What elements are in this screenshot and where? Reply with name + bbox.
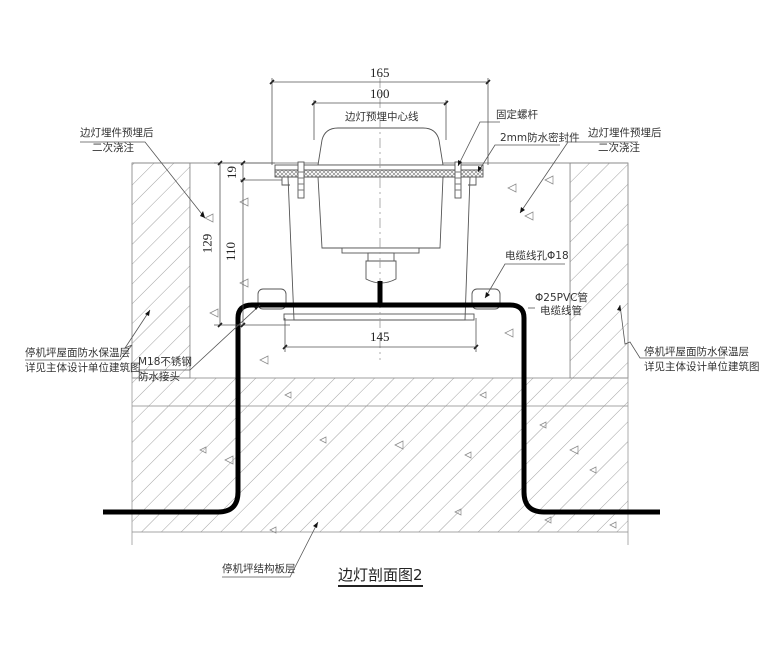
label-right-pour-2: 二次浇注 bbox=[598, 142, 640, 154]
label-left-layer-2: 详见主体设计单位建筑图 bbox=[25, 362, 141, 374]
right-wall bbox=[569, 162, 629, 379]
edge-light-fixture bbox=[257, 127, 501, 321]
dim-145: 145 bbox=[370, 329, 390, 344]
dimension-lines bbox=[214, 78, 489, 352]
label-left-pour-1: 边灯埋件预埋后 bbox=[80, 127, 154, 139]
label-pvc-2: 电缆线管 bbox=[540, 305, 582, 317]
drawing-title: 边灯剖面图2 bbox=[338, 568, 423, 587]
label-fixing-bolt: 固定螺杆 bbox=[496, 109, 538, 121]
left-wall bbox=[131, 162, 191, 379]
label-left-layer-1: 停机坪屋面防水保温层 bbox=[25, 347, 130, 359]
label-joint-1: M18不锈钢 bbox=[138, 356, 192, 368]
label-right-pour-1: 边灯埋件预埋后 bbox=[588, 127, 662, 139]
label-joint-2: 防水接头 bbox=[138, 371, 180, 383]
label-pvc-1: Φ25PVC管 bbox=[535, 292, 588, 304]
leader-lines bbox=[25, 121, 725, 578]
concrete-aggregate-marks bbox=[199, 175, 617, 534]
dim-110: 110 bbox=[223, 241, 239, 262]
insulation-bottom-band bbox=[132, 378, 628, 407]
label-right-layer-1: 停机坪屋面防水保温层 bbox=[644, 346, 749, 358]
label-right-layer-2: 详见主体设计单位建筑图 bbox=[644, 361, 760, 373]
dimension-ticks bbox=[217, 79, 491, 350]
dim-19: 19 bbox=[224, 166, 239, 179]
label-center-line: 边灯预埋中心线 bbox=[345, 111, 419, 123]
label-cable-hole: 电缆线孔Φ18 bbox=[505, 250, 569, 262]
label-seal: 2mm防水密封件 bbox=[500, 132, 580, 144]
dim-100: 100 bbox=[370, 86, 390, 101]
label-slab: 停机坪结构板层 bbox=[222, 563, 296, 575]
label-left-pour-2: 二次浇注 bbox=[92, 142, 134, 154]
dim-165: 165 bbox=[370, 65, 390, 80]
dim-129: 129 bbox=[199, 233, 215, 254]
leader-arrows bbox=[145, 160, 621, 528]
